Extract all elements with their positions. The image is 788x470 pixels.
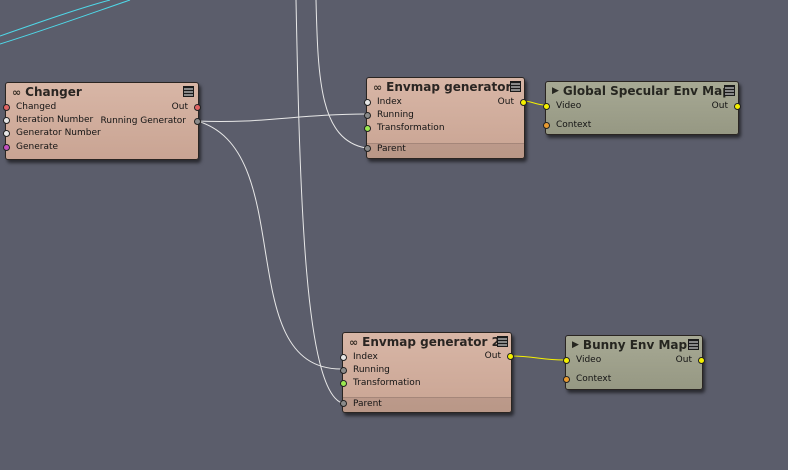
port-out[interactable] xyxy=(520,99,527,106)
node-title: ∞ Envmap generator 2 xyxy=(349,335,500,349)
node-changer-title: Changer xyxy=(25,85,82,99)
node-title: ∞ Changer xyxy=(12,85,82,99)
node-global-specular-env-map[interactable]: ▶ Global Specular Env Map Video Context … xyxy=(543,81,741,135)
port-index[interactable] xyxy=(364,99,371,106)
port-context[interactable] xyxy=(543,122,550,129)
port-label-parent: Parent xyxy=(377,144,406,154)
port-label-running: Running xyxy=(377,110,414,120)
port-label-parent: Parent xyxy=(353,399,382,409)
port-label-index: Index xyxy=(377,97,402,107)
port-out[interactable] xyxy=(507,353,514,360)
node-bunny-env-map[interactable]: ▶ Bunny Env Map Video Context Out xyxy=(563,335,705,390)
port-label-out: Out xyxy=(675,355,692,365)
link-icon: ∞ xyxy=(349,335,359,349)
node-title: ▶ Bunny Env Map xyxy=(572,338,687,352)
port-label-context: Context xyxy=(556,120,592,130)
port-running[interactable] xyxy=(364,112,371,119)
port-transformation[interactable] xyxy=(340,380,347,387)
menu-icon[interactable] xyxy=(183,86,194,97)
menu-icon[interactable] xyxy=(688,339,699,350)
node-changer[interactable]: ∞ Changer Changed Iteration Number Gener… xyxy=(3,82,201,160)
wire-running-to-envmap2 xyxy=(196,120,343,370)
node-footer xyxy=(343,397,511,412)
port-generate[interactable] xyxy=(3,144,10,151)
node-footer xyxy=(367,143,524,158)
node-envmap-generator[interactable]: ∞ Envmap generator Index Running Transfo… xyxy=(364,77,527,159)
wire-to-envmap2-parent xyxy=(295,0,343,404)
port-label-out: Out xyxy=(711,101,728,111)
port-label-out: Out xyxy=(171,102,188,112)
play-icon: ▶ xyxy=(552,86,559,96)
port-index[interactable] xyxy=(340,354,347,361)
port-label-out: Out xyxy=(497,97,514,107)
node-bunny-title: Bunny Env Map xyxy=(582,338,688,352)
port-label-running-generator: Running Generator xyxy=(100,116,186,126)
menu-icon[interactable] xyxy=(724,85,735,96)
port-label-video: Video xyxy=(576,355,602,365)
link-icon: ∞ xyxy=(373,80,383,94)
port-running[interactable] xyxy=(340,367,347,374)
port-label-context: Context xyxy=(576,374,612,384)
port-changed[interactable] xyxy=(3,104,10,111)
port-context[interactable] xyxy=(563,376,570,383)
port-label-transformation: Transformation xyxy=(353,378,421,388)
port-running-generator[interactable] xyxy=(194,118,201,125)
port-label-generate: Generate xyxy=(16,142,59,152)
port-label-out: Out xyxy=(484,351,501,361)
port-video[interactable] xyxy=(543,103,550,110)
port-transformation[interactable] xyxy=(364,125,371,132)
wire-running-to-envmap1 xyxy=(196,113,367,123)
node-title: ▶ Global Specular Env Map xyxy=(552,84,731,98)
wire-envmap2-to-bunny xyxy=(509,355,566,361)
port-out[interactable] xyxy=(194,104,201,111)
port-generator-number[interactable] xyxy=(3,130,10,137)
port-label-transformation: Transformation xyxy=(377,123,445,133)
port-out[interactable] xyxy=(734,103,741,110)
port-parent[interactable] xyxy=(364,145,371,152)
port-label-iteration-number: Iteration Number xyxy=(16,115,94,125)
node-envmap-generator-2[interactable]: ∞ Envmap generator 2 Index Running Trans… xyxy=(340,332,514,413)
link-icon: ∞ xyxy=(12,85,22,99)
node-global-specular-title: Global Specular Env Map xyxy=(562,84,731,98)
node-title: ∞ Envmap generator xyxy=(373,80,511,94)
wire-cyan-1 xyxy=(0,0,111,37)
port-label-generator-number: Generator Number xyxy=(16,128,101,138)
play-icon: ▶ xyxy=(572,340,579,350)
port-label-index: Index xyxy=(353,352,378,362)
wire-to-envmap1-parent xyxy=(315,0,367,149)
port-parent[interactable] xyxy=(340,400,347,407)
port-video[interactable] xyxy=(563,357,570,364)
node-envmap1-title: Envmap generator xyxy=(386,80,512,94)
wire-cyan-2 xyxy=(0,0,131,45)
port-label-running: Running xyxy=(353,365,390,375)
port-label-changed: Changed xyxy=(16,102,57,112)
port-iteration-number[interactable] xyxy=(3,117,10,124)
node-envmap2-title: Envmap generator 2 xyxy=(362,335,500,349)
menu-icon[interactable] xyxy=(497,336,508,347)
port-out[interactable] xyxy=(698,357,705,364)
port-label-video: Video xyxy=(556,101,582,111)
menu-icon[interactable] xyxy=(510,81,521,92)
